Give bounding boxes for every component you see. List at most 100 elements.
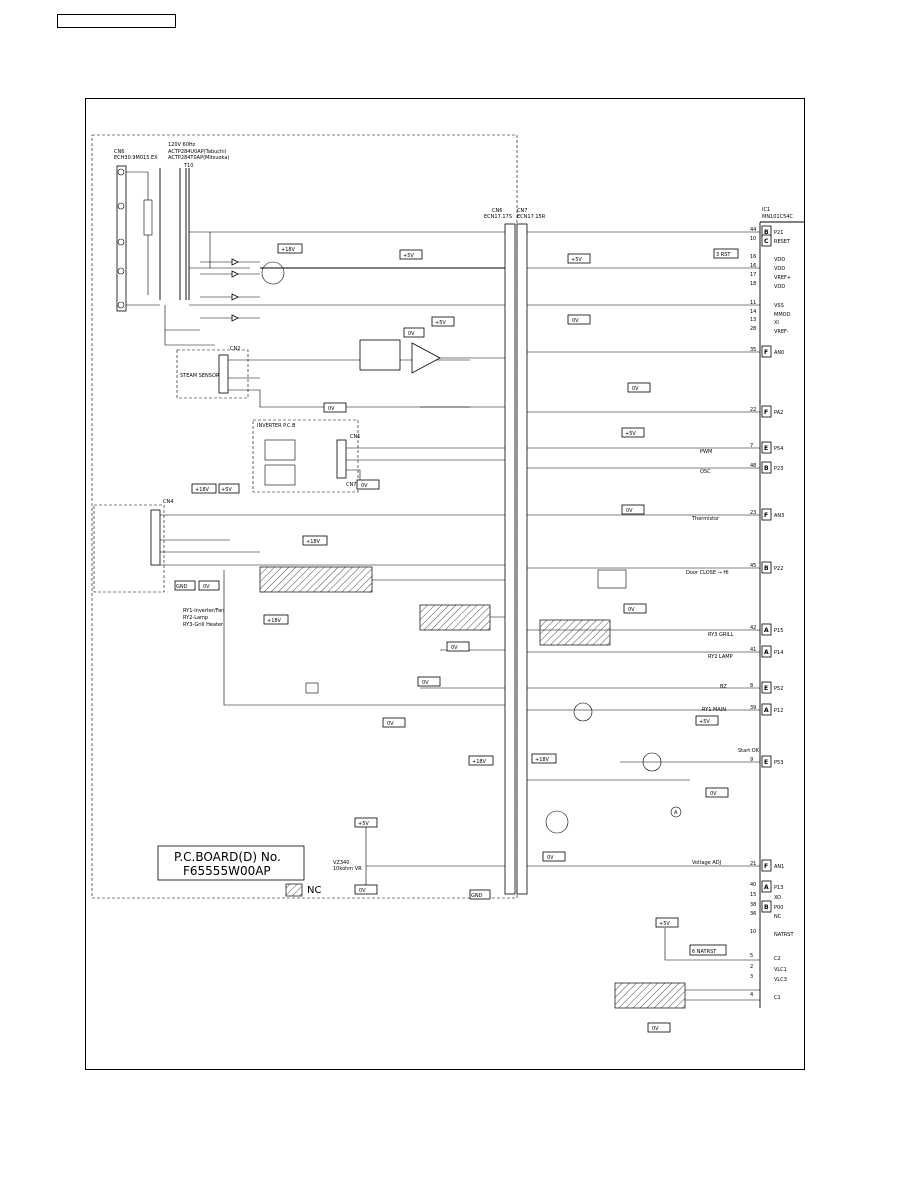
mcu-bus (527, 231, 760, 867)
ic1-pin-number: 42 (750, 625, 756, 631)
ic1-pin-number: 16 (750, 263, 756, 269)
power-label-5v-g (695, 715, 719, 726)
power-label-5v-f-text: +5V (625, 431, 636, 437)
ic1-pin-number: 28 (750, 326, 756, 332)
power-label-0v-e-text: 0V (203, 584, 210, 590)
rectifier-wiring (200, 261, 260, 319)
ic1-pin-name: AN3 (774, 513, 784, 519)
signal-ry2-lamp: RY2 LAMP (708, 654, 733, 660)
cn2-label: CN2 (230, 346, 240, 352)
transformer-part-1: ACTP284U0AP(Tabuchi) (168, 149, 227, 155)
inverter-pcb-label: INVERTER P.C.B (257, 423, 296, 429)
ic1-port-box (761, 405, 772, 418)
steam-output (420, 357, 515, 408)
ic1-port-box (761, 900, 772, 913)
cn1-label: CN1 (350, 434, 360, 440)
ic1-pin-name: XO (774, 895, 781, 901)
ic1-port-letter: F (764, 349, 768, 356)
ic1-port-letter: F (764, 863, 768, 870)
ic1-pin-name: C2 (774, 956, 781, 962)
power-label-5v-text: +5V (403, 253, 414, 259)
main-relay-line (223, 570, 515, 706)
ic1-pin-number: 45 (750, 563, 756, 569)
ic1-pin-name: P14 (774, 650, 783, 656)
ic1-pin-name: P54 (774, 446, 783, 452)
ic1-port-box (761, 681, 772, 694)
start-ok-wiring (527, 761, 760, 781)
cn7-connector (516, 223, 528, 895)
power-label-18v (277, 243, 303, 254)
power-label-18v-text: +18V (281, 247, 296, 253)
ic1-pin-name: P21 (774, 230, 783, 236)
ic1-pin-name: VDD (774, 284, 785, 290)
power-label-5v-b-text: +5V (435, 320, 446, 326)
ic1-pin-name: P22 (774, 566, 783, 572)
ic480-opamp (359, 339, 401, 371)
signal-thermistor: Thermistor (691, 516, 720, 522)
cn7-label: CN7 (517, 208, 527, 214)
nc-lcd-cap-region (614, 982, 686, 1009)
ic1-pin-number: 36 (750, 911, 756, 917)
ic1-outline (759, 221, 805, 1008)
ic1-pin-name: VREF- (774, 329, 789, 335)
diode-d10 (231, 258, 239, 266)
cn6-label: CN6 (114, 149, 124, 155)
power-label-0v-c-text: 0V (328, 406, 335, 412)
transistor-q225 (545, 810, 569, 834)
nc-legend-swatch (285, 883, 303, 897)
power-label-18v-d-text: +18V (267, 618, 282, 624)
power-label-0v-n (705, 787, 729, 798)
vr-wiring (365, 827, 515, 885)
ic1-pin-number: 11 (750, 300, 756, 306)
ic1-port-letter: C (764, 238, 769, 245)
ic1-pin-name: P13 (774, 885, 783, 891)
ic1-port-box (761, 703, 772, 716)
vr-value: 10kohm VR (333, 866, 362, 872)
transformer-secondary (189, 231, 515, 306)
photocoupler-ps2501 (264, 439, 296, 461)
power-label-0v-m (623, 603, 647, 614)
power-label-5v-d-text: +5V (358, 821, 369, 827)
power-label-5v-c (218, 483, 240, 494)
door-switch-area (93, 504, 165, 593)
test-point-a-label: A (674, 810, 678, 816)
power-label-5v (399, 249, 423, 260)
power-label-0v-e (198, 580, 220, 591)
ic1-port-box (761, 508, 772, 521)
buzzer-bz10 (305, 682, 319, 694)
ic1-port-box (761, 441, 772, 454)
power-label-5v-b (431, 316, 455, 327)
power-label-0v-p-text: 0V (652, 1026, 659, 1032)
ic1-port-letter: B (764, 904, 769, 911)
signal-osc: OSC (700, 469, 711, 475)
power-label-18v-e (468, 755, 494, 766)
transistor-q222 (642, 752, 662, 772)
power-label-18v-f (531, 753, 557, 764)
diode-d12 (231, 314, 239, 322)
power-label-0v-h (382, 717, 406, 728)
ic1-port-letter: A (764, 707, 769, 714)
rst-label: 3 RST (716, 252, 731, 258)
ic1-pin-name: NC (774, 914, 782, 920)
ic1-pin-name: XI (774, 320, 779, 326)
relay-legend-2: RY2-Lamp (183, 615, 208, 621)
cn6-pin (117, 267, 125, 275)
ic1-pin-number: 7 (750, 443, 753, 449)
power-label-5v-h (655, 917, 679, 928)
ic1-port-box (761, 645, 772, 658)
power-label-0v-o (542, 851, 566, 862)
ic1-pin-name: VSS (774, 303, 784, 309)
